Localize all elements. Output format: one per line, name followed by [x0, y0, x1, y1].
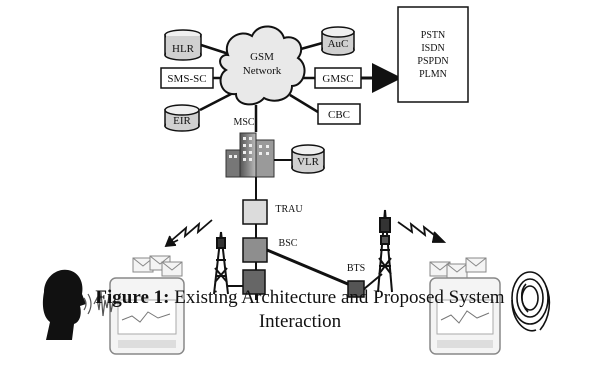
speaking-head-icon — [42, 269, 86, 340]
fingerprint-icon — [511, 271, 551, 332]
sms-sc-box: SMS-SC — [160, 67, 214, 89]
trau-label: TRAU — [275, 204, 303, 215]
left-message-envelopes-icon — [132, 255, 183, 277]
cbc-label: CBC — [328, 109, 350, 121]
sms-sc-label: SMS-SC — [167, 73, 206, 85]
msc-building-icon — [225, 132, 275, 178]
external-network-3: PLMN — [419, 69, 447, 80]
external-network-0: PSTN — [421, 30, 445, 41]
caption-line-2: Interaction — [258, 311, 342, 332]
caption-text: Existing Architecture and Proposed Syste… — [169, 287, 505, 308]
auc-database-icon: AuC — [321, 26, 355, 56]
gsm-network-cloud: GSM Network — [219, 25, 306, 106]
eir-label: EIR — [173, 115, 191, 127]
caption-prefix: Figure 1: — [95, 287, 170, 308]
eir-database-icon: EIR — [164, 104, 200, 132]
bts-label: BTS — [347, 263, 365, 274]
vlr-label: VLR — [297, 156, 320, 168]
msc-label: MSC — [233, 117, 254, 128]
vlr-database-icon: VLR — [291, 144, 325, 174]
left-wireless-signal-icon — [164, 219, 213, 248]
right-wireless-signal-icon — [397, 221, 447, 243]
figure-caption: Figure 1: Existing Architecture and Prop… — [0, 286, 600, 334]
right-message-envelopes-icon — [429, 257, 487, 279]
hlr-label: HLR — [172, 43, 195, 55]
left-mobile-device-icon — [109, 277, 185, 355]
external-network-1: ISDN — [421, 43, 444, 54]
caption-line-1: Figure 1: Existing Architecture and Prop… — [0, 286, 600, 310]
trau-unit-icon: TRAU — [242, 199, 303, 225]
right-antenna-tower-icon — [377, 209, 393, 293]
lower-unit-icon — [242, 269, 266, 295]
voice-waveform-icon — [83, 291, 117, 317]
cloud-label-line1: GSM — [250, 51, 274, 63]
right-mobile-device-icon — [429, 277, 501, 355]
bsc-label: BSC — [279, 238, 298, 249]
external-network-2: PSPDN — [417, 56, 448, 67]
left-antenna-tower-icon — [213, 231, 243, 295]
gmsc-label: GMSC — [322, 73, 353, 85]
cbc-box: CBC — [317, 103, 361, 125]
auc-label: AuC — [328, 38, 349, 50]
gmsc-box: GMSC — [314, 67, 362, 89]
bsc-bts-link — [266, 248, 356, 289]
hlr-database-icon: HLR — [164, 29, 202, 61]
bsc-unit-icon: BSC — [242, 237, 298, 263]
cloud-label-line2: Network — [243, 65, 282, 77]
external-networks-box: PSTN ISDN PSPDN PLMN — [397, 6, 469, 103]
